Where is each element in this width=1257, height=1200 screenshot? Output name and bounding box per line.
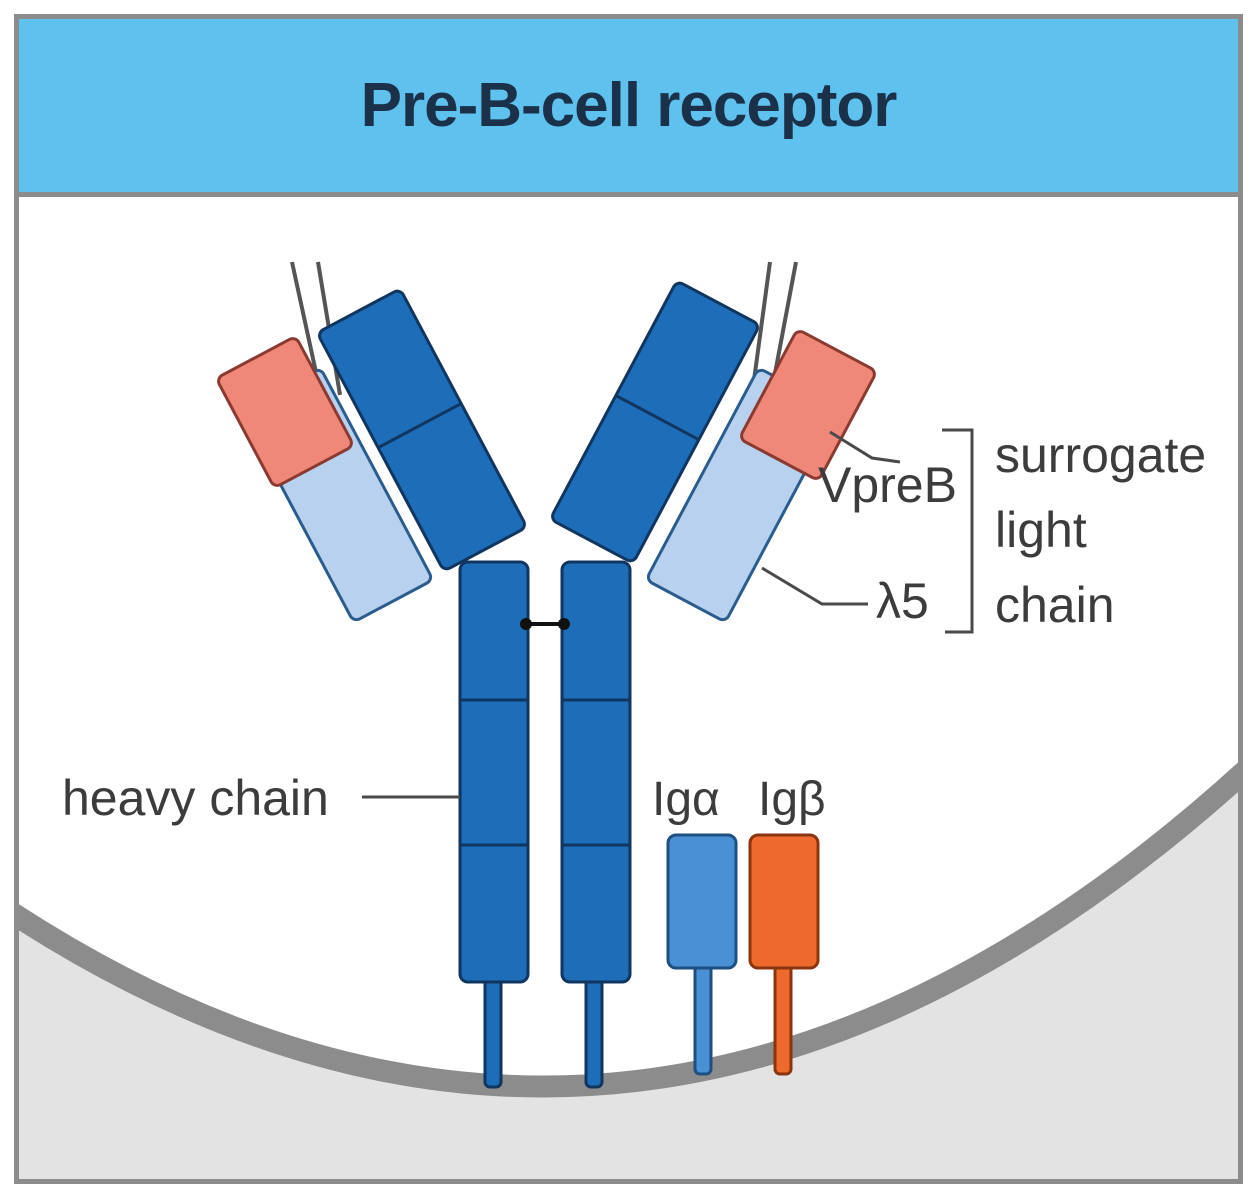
title-banner: Pre-B-cell receptor bbox=[19, 19, 1238, 197]
disulfide-bond bbox=[520, 618, 570, 630]
lambda5-label: λ5 bbox=[876, 573, 929, 629]
vpreb-label: VpreB bbox=[818, 457, 957, 513]
right-vpreb-domain bbox=[740, 330, 876, 480]
lambda5-leader bbox=[761, 566, 868, 606]
right-surrogate-light-chain bbox=[646, 261, 876, 622]
surrogate-label-line1: surrogate bbox=[995, 427, 1206, 483]
diagram-frame: Pre-B-cell receptor bbox=[14, 14, 1243, 1184]
cell-membrane bbox=[19, 762, 1238, 1098]
page-title: Pre-B-cell receptor bbox=[360, 71, 898, 140]
heavy-chain-label: heavy chain bbox=[62, 770, 329, 826]
cell-membrane-region bbox=[19, 762, 1238, 1179]
right-heavy-chain-arm bbox=[551, 281, 759, 563]
ig-beta-label: Igβ bbox=[758, 773, 826, 826]
vpreb-leader bbox=[829, 430, 901, 464]
ig-beta-protein bbox=[748, 833, 820, 1076]
right-heavy-chain-stem bbox=[560, 560, 632, 1089]
left-heavy-chain-arm bbox=[318, 289, 526, 571]
surrogate-light-chain-bracket bbox=[942, 428, 974, 634]
surrogate-label-line2: light bbox=[995, 502, 1087, 558]
left-vpreb-domain bbox=[217, 337, 353, 487]
left-heavy-chain-stem bbox=[458, 560, 530, 1089]
ig-alpha-protein bbox=[666, 833, 738, 1076]
cytoplasm bbox=[19, 777, 1238, 1179]
surrogate-label-line3: chain bbox=[995, 577, 1115, 633]
leader-lines bbox=[362, 428, 974, 799]
ig-alpha-label: Igα bbox=[652, 773, 720, 826]
